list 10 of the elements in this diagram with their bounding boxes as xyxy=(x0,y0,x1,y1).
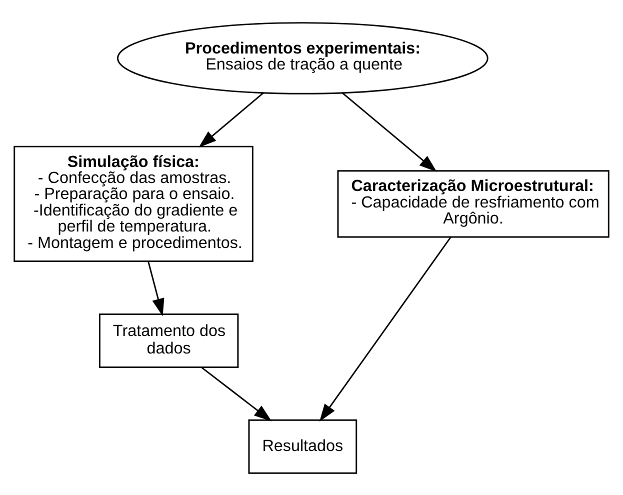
arrow xyxy=(319,236,452,422)
arrow xyxy=(198,92,264,147)
node-box: Resultados xyxy=(248,418,358,474)
arrow xyxy=(342,92,437,172)
node-box: Caracterização Microestrutural: - Capacidade de resfriamento com Argônio. xyxy=(337,170,610,238)
node-ellipse: Procedimentos experimentais: Ensaios de tração a quente xyxy=(117,22,488,94)
node-box: Tratamento dos dados xyxy=(98,313,239,368)
arrow xyxy=(201,366,272,421)
node-box: Simulação física: - Confecção das amostras. - Preparação para o ensaio. -Identificação do gradiente e perfil de temperatura. - Montagem e procedimentos. xyxy=(14,145,254,262)
arrow xyxy=(148,260,164,316)
